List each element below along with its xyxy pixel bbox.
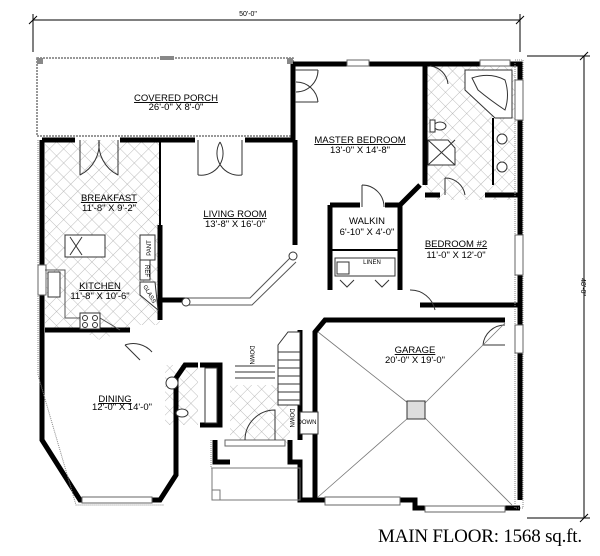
- linen-closet: LINEN: [334, 257, 396, 277]
- garage-vent: [406, 400, 426, 420]
- toilet-icon: [175, 408, 189, 418]
- room-name-breakfast: BREAKFAST: [81, 193, 137, 204]
- sink-icon: [165, 376, 179, 390]
- front-entry-porch: [211, 467, 301, 501]
- room-name-living-room: LIVING ROOM: [203, 209, 266, 220]
- master-bath-fixtures: [427, 69, 513, 185]
- dimension-width: 50'-0": [28, 11, 525, 52]
- kitchen-island: [64, 234, 106, 258]
- wall-hatching: [37, 59, 524, 509]
- sink-icon: [496, 133, 508, 145]
- powder-room-fixtures: [165, 367, 218, 424]
- room-size-bedroom-2: 11'-0" X 12'-0": [426, 250, 485, 261]
- living-angled-wall: [181, 251, 298, 307]
- room-size-breakfast: 11'-8" X 9'-2": [82, 203, 136, 214]
- room-size-dining: 12'-0" X 14'-0": [92, 402, 152, 413]
- depth-dimension-label: 48'-0": [579, 278, 586, 296]
- corner-tub-icon: [464, 69, 513, 119]
- room-name-walkin: WALKIN: [349, 216, 385, 227]
- room-name-bedroom-2: BEDROOM #2: [425, 239, 487, 250]
- room-name-covered-porch: COVERED PORCH: [134, 93, 218, 104]
- column-icon: [288, 251, 298, 261]
- sink-icon: [496, 161, 508, 173]
- width-dimension-label: 50'-0": [239, 11, 257, 18]
- refrigerator-label: REF: [143, 265, 149, 277]
- room-size-garage: 20'-0" X 19'-0": [385, 355, 445, 366]
- room-size-covered-porch: 26'-0" X 8'-0": [149, 102, 204, 113]
- stairs: DOWN DOWN DOWN: [235, 331, 319, 435]
- windows: [37, 59, 524, 513]
- room-name-dining: DINING: [98, 394, 131, 405]
- room-name-garage: GARAGE: [395, 345, 436, 356]
- column-icon: [181, 297, 191, 307]
- stair-down-label-2: DOWN: [288, 409, 294, 428]
- washer-icon: [336, 261, 350, 275]
- refrigerator: [139, 259, 151, 281]
- stair-down-label-3: DOWN: [298, 420, 317, 426]
- kitchen-fixtures: PANT REF GLASS: [45, 234, 159, 331]
- room-name-master-bedroom: MASTER BEDROOM: [314, 135, 405, 146]
- room-name-kitchen: KITCHEN: [79, 281, 121, 292]
- dimension-depth: 48'-0": [527, 51, 590, 523]
- stair-down-label-1: DOWN: [248, 346, 254, 365]
- glass-cabinet: [139, 281, 159, 312]
- doors: [79, 65, 506, 441]
- pantry-label: PANT: [147, 240, 153, 256]
- linen-label: LINEN: [363, 260, 381, 266]
- closet-shelf: [204, 367, 218, 424]
- garage-roof-lines: [317, 322, 513, 506]
- room-size-master-bedroom: 13'-0" X 14'-8": [330, 145, 390, 156]
- floor-area-caption: MAIN FLOOR: 1568 sq.ft.: [378, 526, 582, 547]
- room-size-kitchen: 11'-8" X 10'-6": [70, 291, 129, 302]
- toilet-icon: [433, 121, 447, 131]
- room-size-walkin: 6'-10" X 4'-0": [340, 227, 395, 238]
- kitchen-sink-icon: [47, 271, 61, 298]
- room-size-living-room: 13'-8" X 16'-0": [205, 219, 265, 230]
- room-labels: COVERED PORCH 26'-0" X 8'-0" MASTER BEDR…: [70, 93, 487, 413]
